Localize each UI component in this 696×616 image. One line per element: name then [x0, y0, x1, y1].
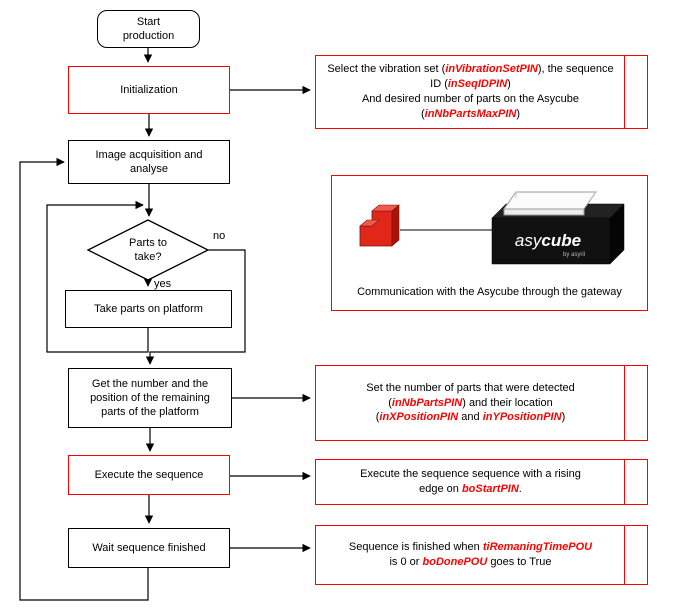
decision-no-label: no	[213, 230, 226, 242]
connectors	[19, 48, 311, 601]
decision-label: Parts to take?	[129, 237, 167, 263]
decision-diamond	[86, 219, 210, 281]
image-acquisition-node: Image acquisition and analyse	[68, 140, 230, 184]
select-vibration-annotation: Select the vibration set (inVibrationSet…	[315, 55, 648, 129]
annotation-divider	[624, 56, 625, 128]
asycube-logo: asycube	[514, 231, 580, 250]
asycube-device-icon: asycube by asyril	[490, 191, 625, 265]
execute-node: Execute the sequence	[68, 455, 230, 495]
asycube-graphic: asycube by asyril	[358, 191, 625, 265]
loop-takeparts-back	[46, 200, 149, 353]
communication-annotation: asycube by asyril Communication with the…	[331, 175, 648, 311]
decision-yes-label: yes	[154, 278, 172, 290]
select-vibration-text: Select the vibration set (inVibrationSet…	[327, 63, 614, 120]
wait-node: Wait sequence finished	[68, 528, 230, 568]
finished-note-text: Sequence is finished when tiRemaningTime…	[348, 541, 593, 568]
communication-caption: Communication with the Asycube through t…	[357, 286, 622, 299]
asycube-sublogo: by asyril	[562, 252, 584, 258]
start-node: Start production	[97, 10, 200, 48]
finished-annotation: Sequence is finished when tiRemaningTime…	[315, 525, 648, 585]
annotation-divider	[624, 526, 625, 584]
annotation-divider	[624, 460, 625, 504]
take-parts-node: Take parts on platform	[65, 290, 232, 328]
initialization-node: Initialization	[68, 66, 230, 114]
set-parts-annotation: Set the number of parts that were detect…	[315, 365, 648, 441]
get-number-node: Get the number and the position of the r…	[68, 368, 232, 428]
execute-note-text: Execute the sequence sequence with a ris…	[360, 468, 581, 495]
set-parts-text: Set the number of parts that were detect…	[366, 381, 575, 424]
loop-wait-back-to-acquisition	[19, 157, 149, 601]
annotation-divider	[624, 366, 625, 440]
red-part-icon	[358, 204, 400, 247]
execute-annotation: Execute the sequence sequence with a ris…	[315, 459, 648, 505]
arrow-decision-no-to-getnumber	[145, 249, 246, 365]
